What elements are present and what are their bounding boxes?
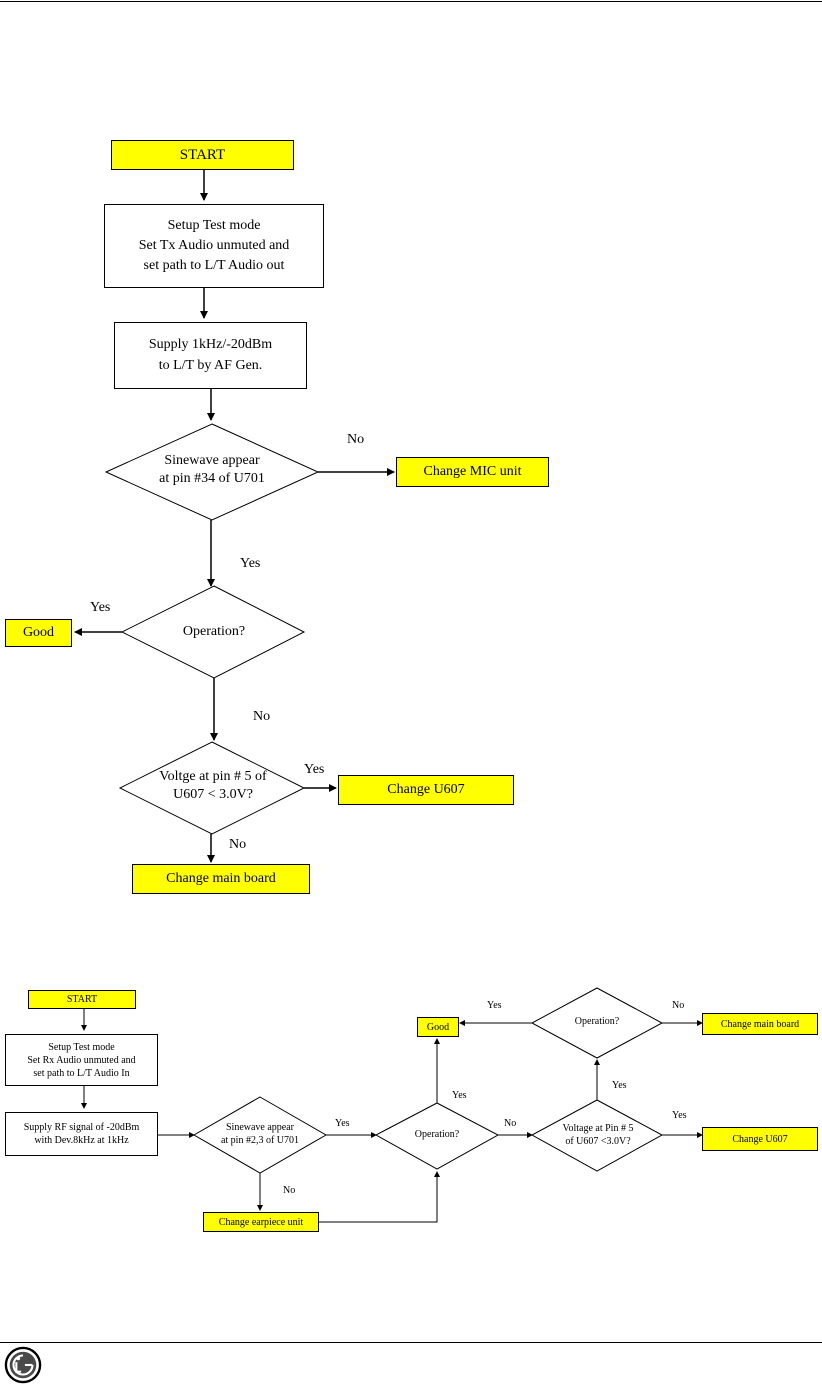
top-rule (0, 1, 822, 2)
operation-decision-text-3: Operation? (574, 1016, 620, 1027)
supply-signal-box: Supply 1kHz/-20dBm to L/T by AF Gen. (114, 322, 307, 389)
setup-test-mode-box-2: Setup Test mode Set Rx Audio unmuted and… (5, 1034, 158, 1086)
change-mic-unit-terminal: Change MIC unit (396, 457, 549, 487)
yes-label-rx-4: Yes (612, 1080, 627, 1091)
yes-label-rx-1: Yes (335, 1118, 350, 1129)
setup-line-1: Setup Test mode (167, 217, 261, 233)
start-terminal-2: START (28, 990, 136, 1009)
no-label-rx-2: No (504, 1118, 517, 1129)
no-label-2: No (253, 709, 271, 724)
yes-label-rx-2: Yes (452, 1090, 467, 1101)
operation-decision-3 (530, 987, 664, 1059)
supply-rf-signal-box: Supply RF signal of -20dBm with Dev.8kHz… (5, 1112, 158, 1156)
change-main-board-terminal: Change main board (132, 864, 310, 894)
supply-line-1: Supply 1kHz/-20dBm (148, 337, 273, 353)
setup-line-3: set path to L/T Audio out (143, 258, 285, 274)
change-main-board-terminal-2: Change main board (702, 1013, 818, 1035)
good-terminal-2: Good (417, 1017, 459, 1037)
yes-label-rx-3: Yes (672, 1110, 687, 1121)
yes-label-3: Yes (304, 762, 325, 777)
operation-decision-2 (374, 1102, 500, 1170)
good-terminal: Good (5, 619, 72, 647)
yes-label-1: Yes (240, 556, 261, 571)
voltage-decision-2 (530, 1099, 664, 1172)
setup-line-2: Set Tx Audio unmuted and (138, 237, 290, 253)
sinewave-decision (104, 423, 320, 521)
yes-label-2: Yes (90, 600, 111, 615)
operation-decision-text-2: Operation? (414, 1129, 460, 1140)
no-label-rx-1: No (283, 1185, 296, 1196)
yes-label-rx-5: Yes (487, 1000, 502, 1011)
no-label-1: No (347, 432, 365, 447)
bottom-rule (0, 1342, 822, 1343)
no-label-3: No (229, 837, 247, 852)
operation-decision-text: Operation? (182, 624, 246, 639)
no-label-rx-3: No (672, 1000, 685, 1011)
lg-logo-icon (4, 1346, 42, 1384)
change-earpiece-unit-terminal: Change earpiece unit (203, 1212, 319, 1232)
start-terminal: START (111, 140, 294, 170)
change-u607-terminal-2: Change U607 (702, 1127, 818, 1151)
supply-line-2: to L/T by AF Gen. (158, 357, 263, 373)
voltage-decision (118, 741, 306, 835)
setup-test-mode-box: Setup Test mode Set Tx Audio unmuted and… (104, 204, 324, 288)
change-u607-terminal: Change U607 (338, 775, 514, 805)
